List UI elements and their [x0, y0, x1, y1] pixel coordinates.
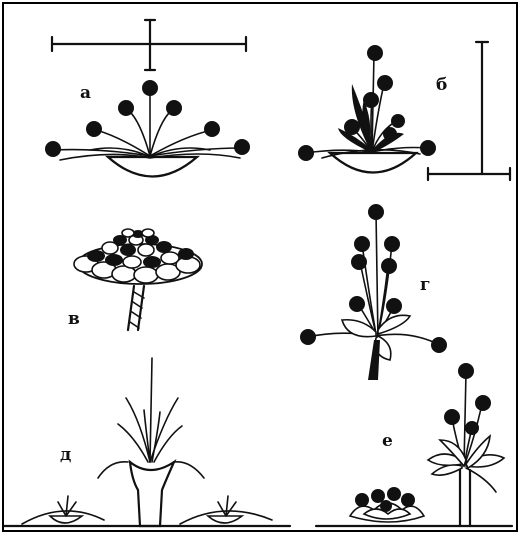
leaves-e — [428, 436, 504, 492]
low-cluster-e — [350, 487, 424, 522]
flower-head-v — [74, 229, 202, 284]
tall-vase-d — [130, 462, 174, 526]
stem-v — [128, 286, 144, 330]
bowl-b — [330, 153, 416, 173]
low-bowl-left-d — [22, 496, 104, 524]
label-v: в — [68, 309, 80, 329]
grass-d — [98, 358, 204, 478]
arrangement-a: а — [45, 20, 250, 177]
flowers-e — [444, 363, 491, 435]
arrangement-e: е — [316, 363, 512, 526]
arrangement-b: б — [298, 42, 510, 180]
leaves-g — [342, 315, 410, 380]
arrangement-d: д — [4, 358, 290, 526]
label-g: г — [420, 275, 430, 295]
label-a: а — [80, 83, 91, 103]
low-bowl-right-d — [180, 496, 272, 524]
scale-cross-a — [52, 20, 246, 70]
label-b: б — [436, 75, 447, 95]
label-e: е — [382, 431, 393, 451]
bowl-a — [108, 157, 197, 177]
arrangement-v: в — [68, 229, 202, 330]
label-d: д — [60, 445, 71, 465]
arrangement-g: г — [300, 204, 447, 380]
scale-l-b — [428, 42, 510, 180]
tall-vase-e — [460, 470, 470, 526]
